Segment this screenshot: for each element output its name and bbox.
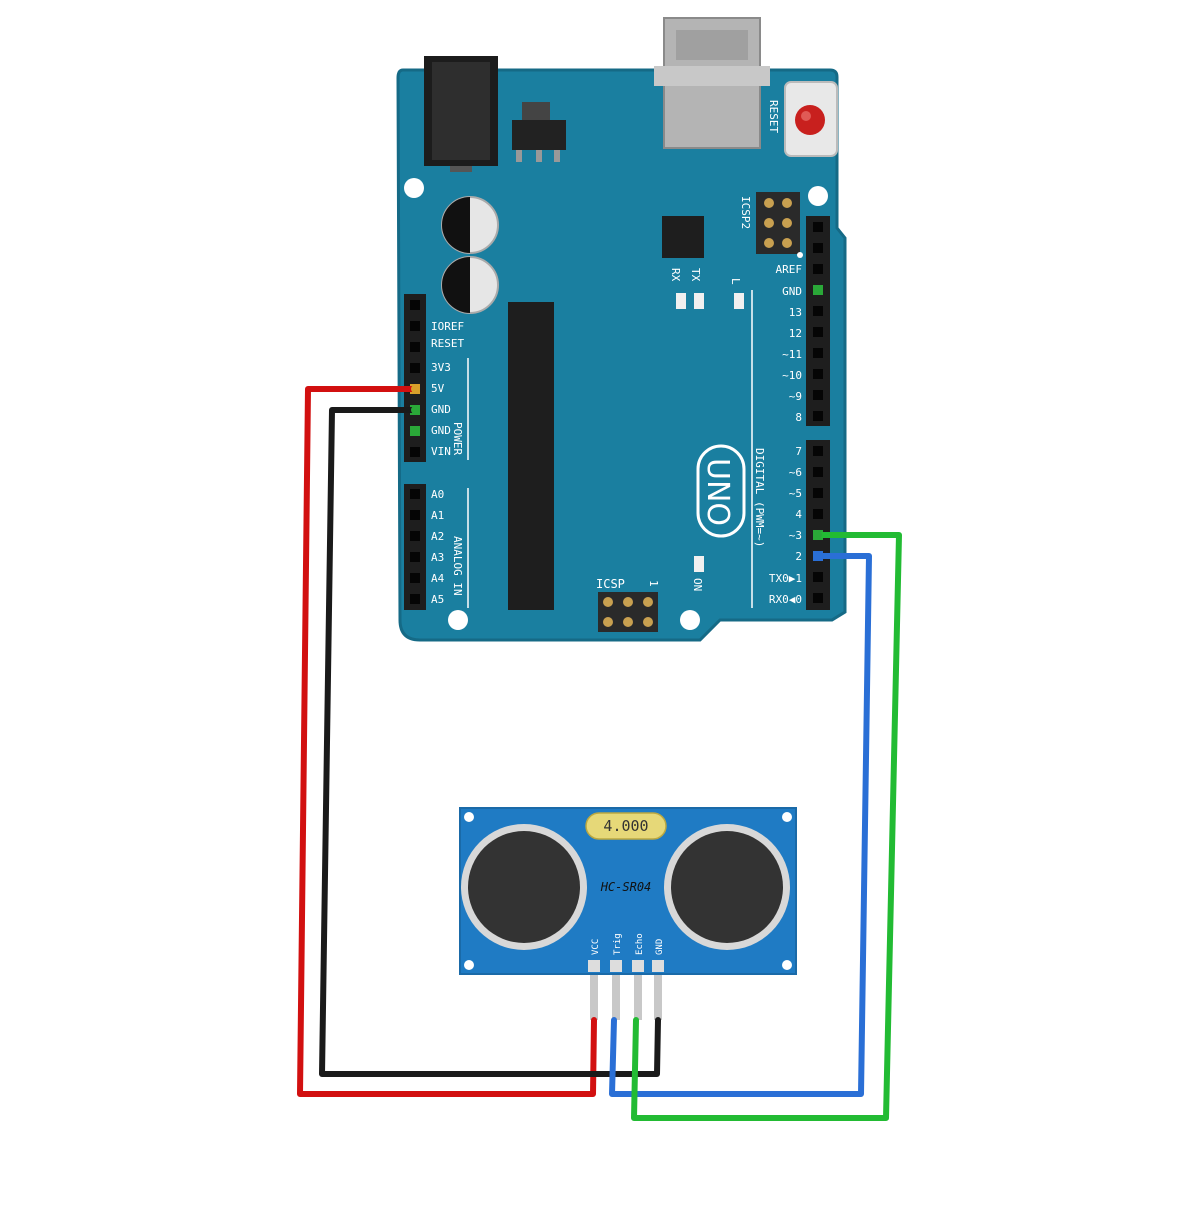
mounting-hole (782, 960, 792, 970)
power-pin-label: GND (431, 424, 451, 437)
sensor-pin-label: Echo (635, 933, 645, 955)
digital-pin-label: 12 (789, 327, 802, 340)
microcontroller-chip (508, 302, 554, 610)
icsp-label: ICSP (596, 577, 625, 591)
hc-sr04-sensor: 4.000 HC-SR04 VCC Trig Echo GND (459, 807, 797, 1020)
mounting-hole (448, 610, 468, 630)
mounting-hole (680, 610, 700, 630)
power-pin-label: GND (431, 403, 451, 416)
capacitor (441, 256, 499, 314)
usb-connector (654, 17, 770, 149)
rx-led (676, 293, 686, 309)
l-led (734, 293, 744, 309)
digital-pin-label: 8 (795, 411, 802, 424)
analog-pin-label: A0 (431, 488, 444, 501)
digital-pin-label: ~11 (782, 348, 802, 361)
icsp-pin1-label: 1 (647, 580, 660, 587)
reset-button[interactable] (784, 81, 838, 157)
digital-pin-label: TX0▶1 (769, 572, 802, 585)
power-pin-label: RESET (431, 337, 464, 350)
sensor-pin-label: GND (655, 939, 665, 955)
analog-label: ANALOG IN (451, 536, 464, 596)
wire-endpoint (814, 552, 822, 560)
vcc-wire[interactable] (297, 386, 597, 1097)
digital-header-low (806, 440, 830, 610)
mounting-hole (404, 178, 424, 198)
digital-label: DIGITAL (PWM=~) (753, 448, 766, 547)
mounting-hole (808, 186, 828, 206)
on-label: ON (691, 578, 704, 591)
analog-pin-label: A3 (431, 551, 444, 564)
sensor-pins (590, 974, 662, 1020)
power-pin-label: IOREF (431, 320, 464, 333)
l-label: L (729, 278, 742, 285)
tx-label: TX (689, 268, 702, 282)
usb-chip (662, 216, 704, 258)
mounting-hole (782, 812, 792, 822)
digital-pin-label: 4 (795, 508, 802, 521)
arduino-uno-board: RESET ICSP2 RX TX L (396, 17, 847, 642)
rx-label: RX (669, 268, 682, 282)
crystal-label: 4.000 (603, 817, 648, 835)
echo-wire[interactable] (631, 532, 902, 1121)
uno-logo: UNO (696, 444, 746, 538)
mounting-hole (464, 812, 474, 822)
analog-header (404, 484, 426, 610)
digital-pin-label: 7 (795, 445, 802, 458)
icsp2-label: ICSP2 (739, 196, 752, 229)
crystal-oscillator: 4.000 (585, 812, 667, 840)
sensor-pin-label: VCC (591, 939, 601, 955)
power-label: POWER (451, 422, 464, 455)
sensor-model-label: HC-SR04 (600, 880, 652, 894)
power-pin-label: VIN (431, 445, 451, 458)
ultrasonic-receiver (664, 824, 790, 950)
digital-pin-label: ~5 (789, 487, 802, 500)
icsp2-header (756, 192, 800, 254)
wire-endpoint (411, 406, 419, 414)
power-header (404, 294, 426, 462)
wires (297, 386, 902, 1121)
digital-pin-label: ~10 (782, 369, 802, 382)
digital-pin-label: ~9 (789, 390, 802, 403)
voltage-regulator (512, 102, 566, 162)
analog-pin-label: A4 (431, 572, 445, 585)
gnd-wire[interactable] (319, 407, 661, 1077)
digital-header-high (806, 216, 830, 426)
capacitor (441, 196, 499, 254)
tx-led (694, 293, 704, 309)
reset-label: RESET (767, 100, 780, 133)
power-pin-label: 5V (431, 382, 445, 395)
ultrasonic-transmitter (461, 824, 587, 950)
mounting-hole (464, 960, 474, 970)
trig-wire[interactable] (609, 553, 872, 1097)
icsp-header (598, 592, 658, 632)
wire-endpoint (411, 385, 419, 393)
power-pin-label: 3V3 (431, 361, 451, 374)
digital-pin-label: ~3 (789, 529, 802, 542)
digital-pin-label: 13 (789, 306, 802, 319)
sensor-pin-label: Trig (613, 933, 623, 955)
digital-pin-label: 2 (795, 550, 802, 563)
analog-pin-label: A2 (431, 530, 444, 543)
digital-pin-label: ~6 (789, 466, 802, 479)
dc-power-jack (424, 56, 498, 172)
analog-pin-label: A5 (431, 593, 444, 606)
digital-pin-label: RX0◀0 (769, 593, 802, 606)
gnd-top-label: GND (782, 285, 802, 298)
on-led (694, 556, 704, 572)
uno-label: UNO (700, 458, 735, 526)
wire-endpoint (814, 531, 822, 539)
aref-label: AREF (776, 263, 803, 276)
analog-pin-label: A1 (431, 509, 444, 522)
